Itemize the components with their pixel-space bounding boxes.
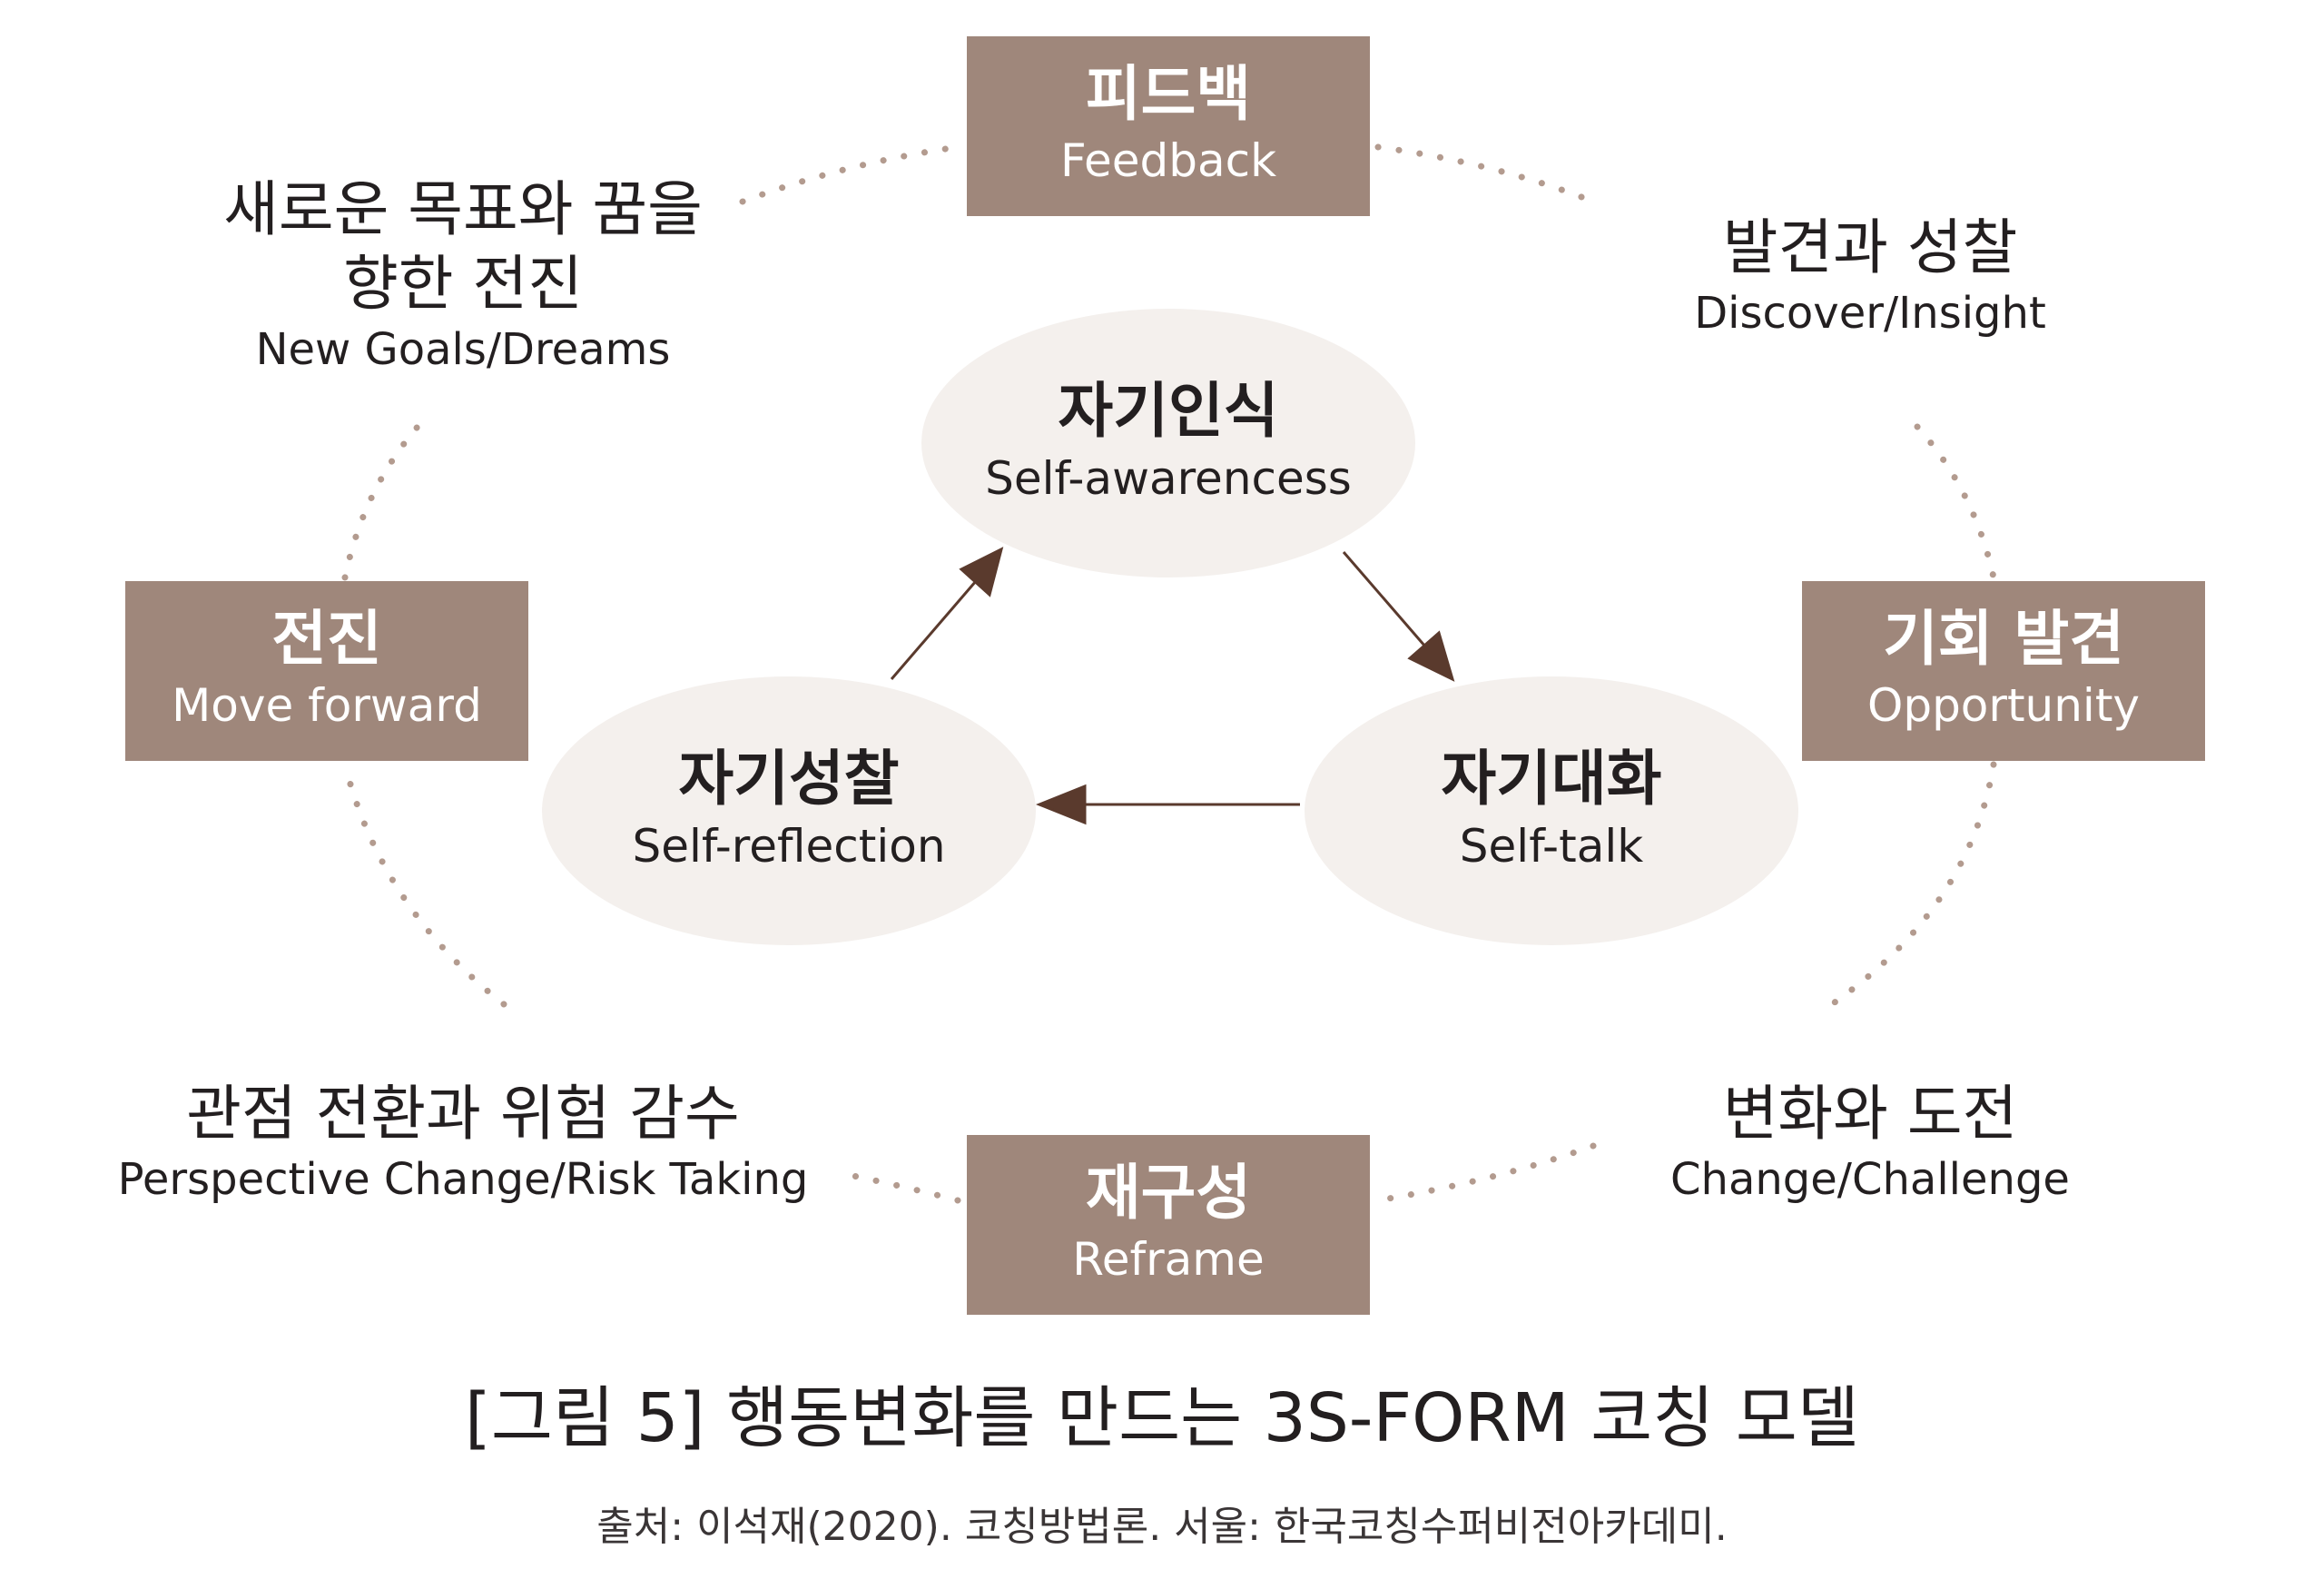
arrow-talk-to-reflection-head	[1035, 784, 1087, 825]
dotted-arc-discover-to-opportunity	[1914, 423, 1997, 581]
new-goals-subtitle: New Goals/Dreams	[255, 324, 671, 375]
move-forward-box: 전진 Move forward	[125, 581, 528, 761]
new-goals-label: 새로운 목표와 꿈을 향한 전진 New Goals/Dreams	[191, 173, 735, 378]
arrow-reflection-to-awareness	[890, 580, 978, 680]
dotted-arc-change-to-reframe	[1374, 1142, 1597, 1204]
self-awareness-ellipse: 자기인식 Self-awarencess	[921, 309, 1415, 577]
self-talk-ellipse: 자기대화 Self-talk	[1305, 676, 1798, 945]
self-reflection-title: 자기성찰	[678, 744, 900, 814]
self-reflection-subtitle: Self-reflection	[632, 820, 946, 873]
perspective-title: 관점 전환과 위험 감수	[186, 1079, 740, 1149]
dotted-arc-opportunity-to-change	[1828, 761, 1997, 1008]
arrow-reflection-to-awareness-head	[959, 547, 1004, 597]
dotted-arc-newgoals-to-feedback	[739, 143, 961, 205]
discover-subtitle: Discover/Insight	[1694, 288, 2046, 339]
arrow-awareness-to-talk-head	[1407, 630, 1455, 682]
dotted-arc-perspective-to-move	[341, 761, 507, 1008]
self-awareness-subtitle: Self-awarencess	[985, 452, 1352, 505]
move-forward-subtitle: Move forward	[172, 679, 482, 732]
self-reflection-ellipse: 자기성찰 Self-reflection	[542, 676, 1036, 945]
new-goals-title-line2: 향한 전진	[343, 249, 583, 319]
dotted-arc-feedback-to-discover	[1374, 143, 1597, 205]
new-goals-title-line1: 새로운 목표와 꿈을	[223, 174, 703, 244]
perspective-subtitle: Perspective Change/Risk Taking	[117, 1154, 809, 1205]
perspective-label: 관점 전환과 위험 감수 Perspective Change/Risk Tak…	[100, 1077, 826, 1208]
opportunity-box: 기회 발견 Opportunity	[1802, 581, 2205, 761]
change-title: 변화와 도전	[1722, 1079, 2018, 1149]
opportunity-title: 기회 발견	[1883, 604, 2124, 674]
reframe-subtitle: Reframe	[1072, 1233, 1265, 1286]
arrow-awareness-to-talk	[1342, 551, 1427, 647]
dotted-arc-move-to-newgoals	[341, 423, 421, 581]
figure-caption: [그림 5] 행동변화를 만드는 3S-FORM 코칭 모델	[465, 1379, 1859, 1457]
reframe-box: 재구성 Reframe	[967, 1135, 1370, 1315]
reframe-title: 재구성	[1085, 1158, 1252, 1228]
change-label: 변화와 도전 Change/Challenge	[1598, 1077, 2142, 1208]
source-note: 출처: 이석재(2020). 코칭방법론. 서울: 한국코칭수퍼비전아카데미.	[596, 1504, 1728, 1550]
self-talk-subtitle: Self-talk	[1459, 820, 1644, 873]
change-subtitle: Change/Challenge	[1670, 1154, 2070, 1205]
feedback-box: 피드백 Feedback	[967, 36, 1370, 216]
self-talk-title: 자기대화	[1441, 744, 1662, 814]
move-forward-title: 전진	[271, 604, 382, 674]
dotted-arc-reframe-to-perspective	[836, 1169, 961, 1204]
feedback-title: 피드백	[1085, 59, 1252, 129]
feedback-subtitle: Feedback	[1059, 134, 1277, 187]
opportunity-subtitle: Opportunity	[1866, 679, 2141, 732]
self-awareness-title: 자기인식	[1058, 376, 1279, 446]
discover-title: 발견과 성찰	[1722, 212, 2018, 282]
discover-label: 발견과 성찰 Discover/Insight	[1598, 211, 2142, 341]
